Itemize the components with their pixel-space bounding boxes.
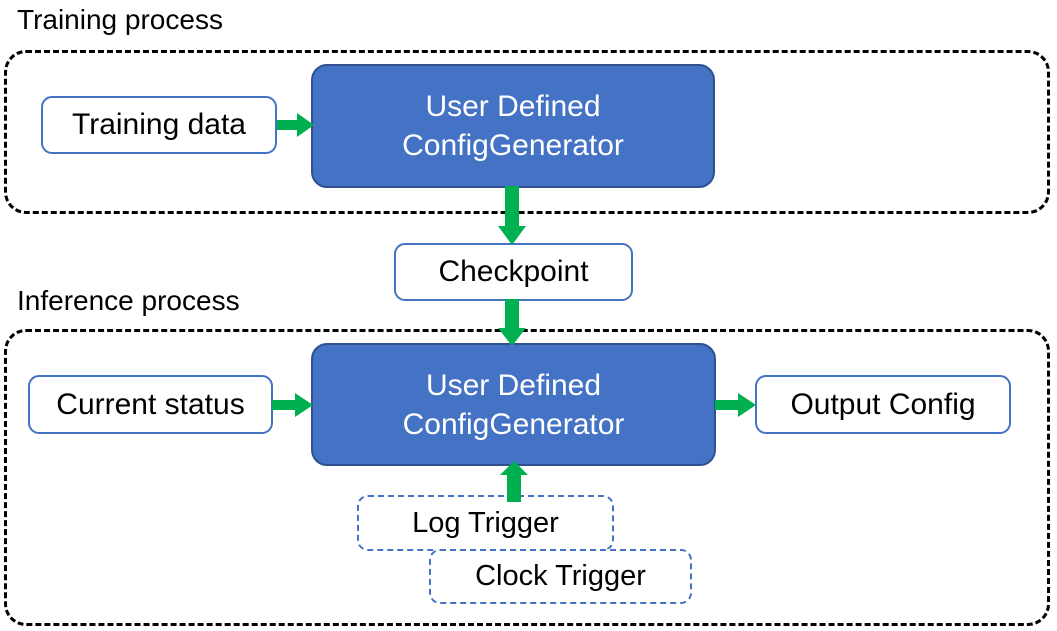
node-generator-inference-line1: User Defined [425, 368, 602, 402]
node-checkpoint[interactable]: Checkpoint [394, 243, 633, 301]
node-training-data[interactable]: Training data [41, 96, 277, 154]
node-generator-training-line1: User Defined [425, 90, 601, 123]
node-checkpoint-label: Checkpoint [438, 255, 589, 288]
node-generator-inference-line2: ConfigGenerator [402, 407, 625, 441]
node-current-status-label: Current status [56, 387, 245, 421]
node-clock-trigger-label: Clock Trigger [475, 560, 646, 592]
arrow-training-data-to-generator-icon [277, 111, 315, 139]
node-log-trigger-label: Log Trigger [412, 506, 559, 539]
node-output-config[interactable]: Output Config [755, 375, 1011, 434]
inference-process-label: Inference process [17, 285, 240, 316]
arrow-generator-to-checkpoint-icon [498, 186, 528, 246]
arrow-checkpoint-to-generator-icon [498, 299, 528, 347]
node-training-data-label: Training data [72, 108, 246, 141]
arrow-triggers-to-generator-icon [500, 461, 530, 503]
node-user-defined-configgenerator-inference[interactable]: User Defined ConfigGenerator [311, 343, 716, 466]
node-generator-training-line2: ConfigGenerator [402, 129, 624, 162]
arrow-generator-to-output-config-icon [715, 391, 757, 419]
arrow-current-status-to-generator-icon [272, 391, 314, 419]
node-clock-trigger[interactable]: Clock Trigger [429, 549, 692, 604]
node-output-config-label: Output Config [790, 387, 976, 421]
node-current-status[interactable]: Current status [28, 375, 273, 434]
training-process-label: Training process [17, 4, 223, 35]
training-process-container [4, 50, 1050, 214]
inference-process-container [4, 329, 1050, 626]
node-user-defined-configgenerator-training[interactable]: User Defined ConfigGenerator [311, 64, 715, 188]
node-log-trigger[interactable]: Log Trigger [357, 495, 614, 551]
